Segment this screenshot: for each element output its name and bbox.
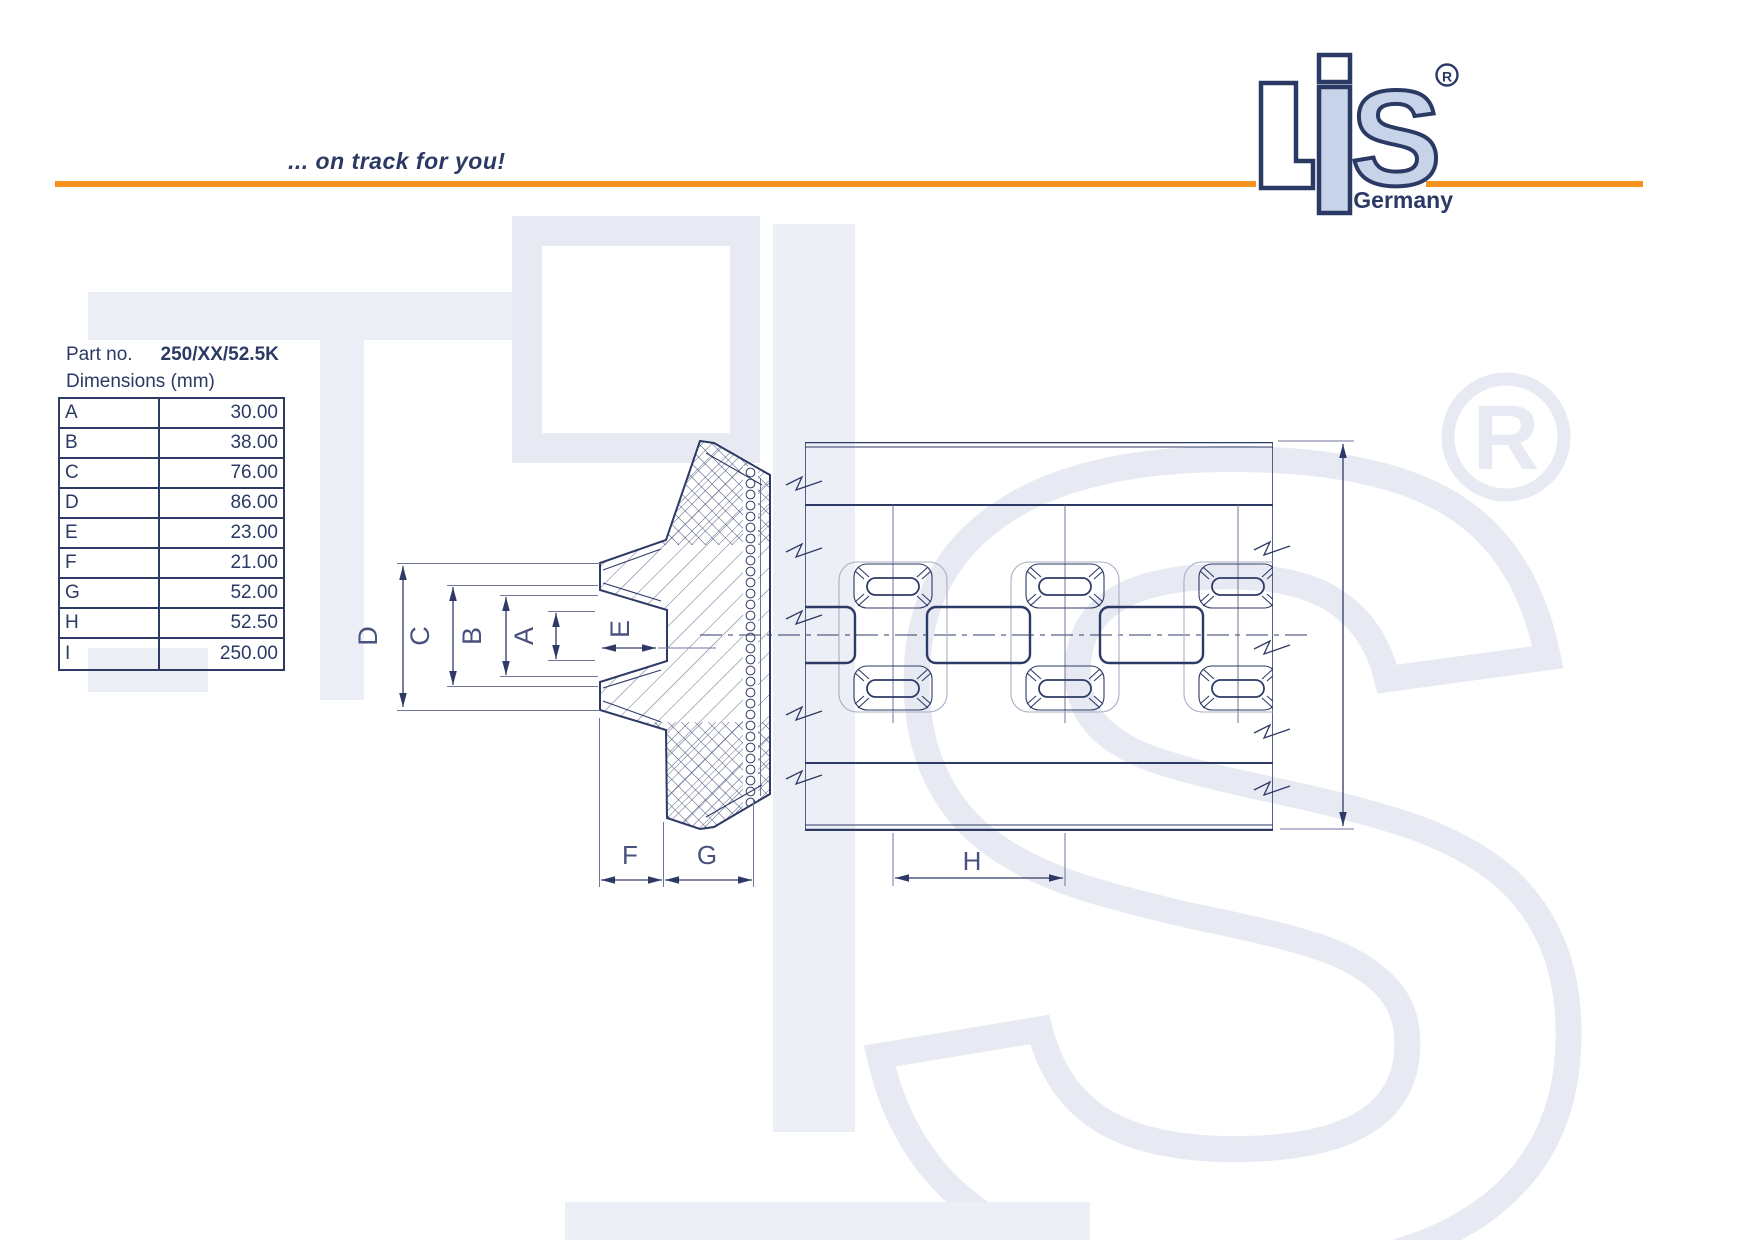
dim-key: F — [60, 549, 160, 577]
lis-logo: S R Germany — [1256, 42, 1459, 216]
dim-label-G: G — [697, 840, 717, 870]
dim-value: 250.00 — [219, 643, 278, 664]
dim-value: 38.00 — [230, 432, 278, 453]
cord-reinforcement — [743, 467, 758, 808]
watermark-i-dot — [512, 216, 760, 463]
dim-key: B — [60, 429, 160, 457]
registered-trademark-letter: R — [1442, 69, 1452, 85]
dim-key: D — [60, 489, 160, 517]
logo-i-dot — [1316, 52, 1353, 85]
table-row: D 86.00 — [60, 489, 283, 519]
dim-label-B: B — [457, 627, 487, 645]
top-view: H — [700, 440, 1354, 886]
tread-block — [925, 605, 1032, 665]
dim-value: 76.00 — [230, 462, 278, 483]
dim-key: G — [60, 579, 160, 607]
table-row: G 52.00 — [60, 579, 283, 609]
watermark-i-stem — [773, 224, 855, 1132]
watermark-registered-icon — [1441, 372, 1571, 502]
part-number-label: Part no. — [66, 344, 133, 365]
dim-value: 52.50 — [230, 612, 278, 633]
logo-s-letter: S — [1351, 62, 1442, 214]
registered-trademark-icon — [1435, 63, 1459, 87]
dimensions-heading: Dimensions (mm) — [66, 371, 215, 392]
cross-section-dimensions: D C B A E F G — [353, 563, 754, 887]
watermark-registered-letter: R — [1473, 387, 1539, 489]
orange-rule — [55, 181, 1643, 187]
dim-value: 21.00 — [230, 552, 278, 573]
header-tagline: ... on track for you! — [288, 148, 506, 174]
dim-value: 52.00 — [230, 582, 278, 603]
table-row: B 38.00 — [60, 429, 283, 459]
dim-value: 23.00 — [230, 522, 278, 543]
dim-key: A — [60, 399, 160, 427]
dim-key: C — [60, 459, 160, 487]
logo-l-mark — [1258, 80, 1316, 191]
table-row: E 23.00 — [60, 519, 283, 549]
logo-i-stem — [1316, 84, 1353, 216]
part-number-line: Part no. 250/XX/52.5K — [66, 344, 279, 366]
table-row: H 52.50 — [60, 609, 283, 639]
tread-block — [805, 605, 857, 665]
logo-country-label: Germany — [1353, 187, 1453, 213]
dim-label-C: C — [405, 626, 435, 646]
dim-key: H — [60, 609, 160, 637]
dim-value: 30.00 — [230, 402, 278, 423]
dim-key: I — [60, 639, 160, 669]
table-row: F 21.00 — [60, 549, 283, 579]
table-row: A 30.00 — [60, 399, 283, 429]
table-row: I 250.00 — [60, 639, 283, 669]
dim-label-F: F — [622, 840, 638, 870]
table-row: C 76.00 — [60, 459, 283, 489]
dim-label-A: A — [509, 627, 539, 645]
dim-label-H: H — [963, 846, 982, 876]
dim-label-D: D — [353, 626, 383, 646]
dim-key: E — [60, 519, 160, 547]
dim-label-E: E — [605, 620, 635, 638]
dimensions-table: A 30.00 B 38.00 C 76.00 D 86.00 E 23.00 F 21.0… — [58, 397, 285, 671]
dim-value: 86.00 — [230, 492, 278, 513]
tread-block — [1098, 605, 1205, 665]
part-number-value: 250/XX/52.5K — [160, 344, 279, 365]
watermark: S R — [88, 208, 1627, 1240]
